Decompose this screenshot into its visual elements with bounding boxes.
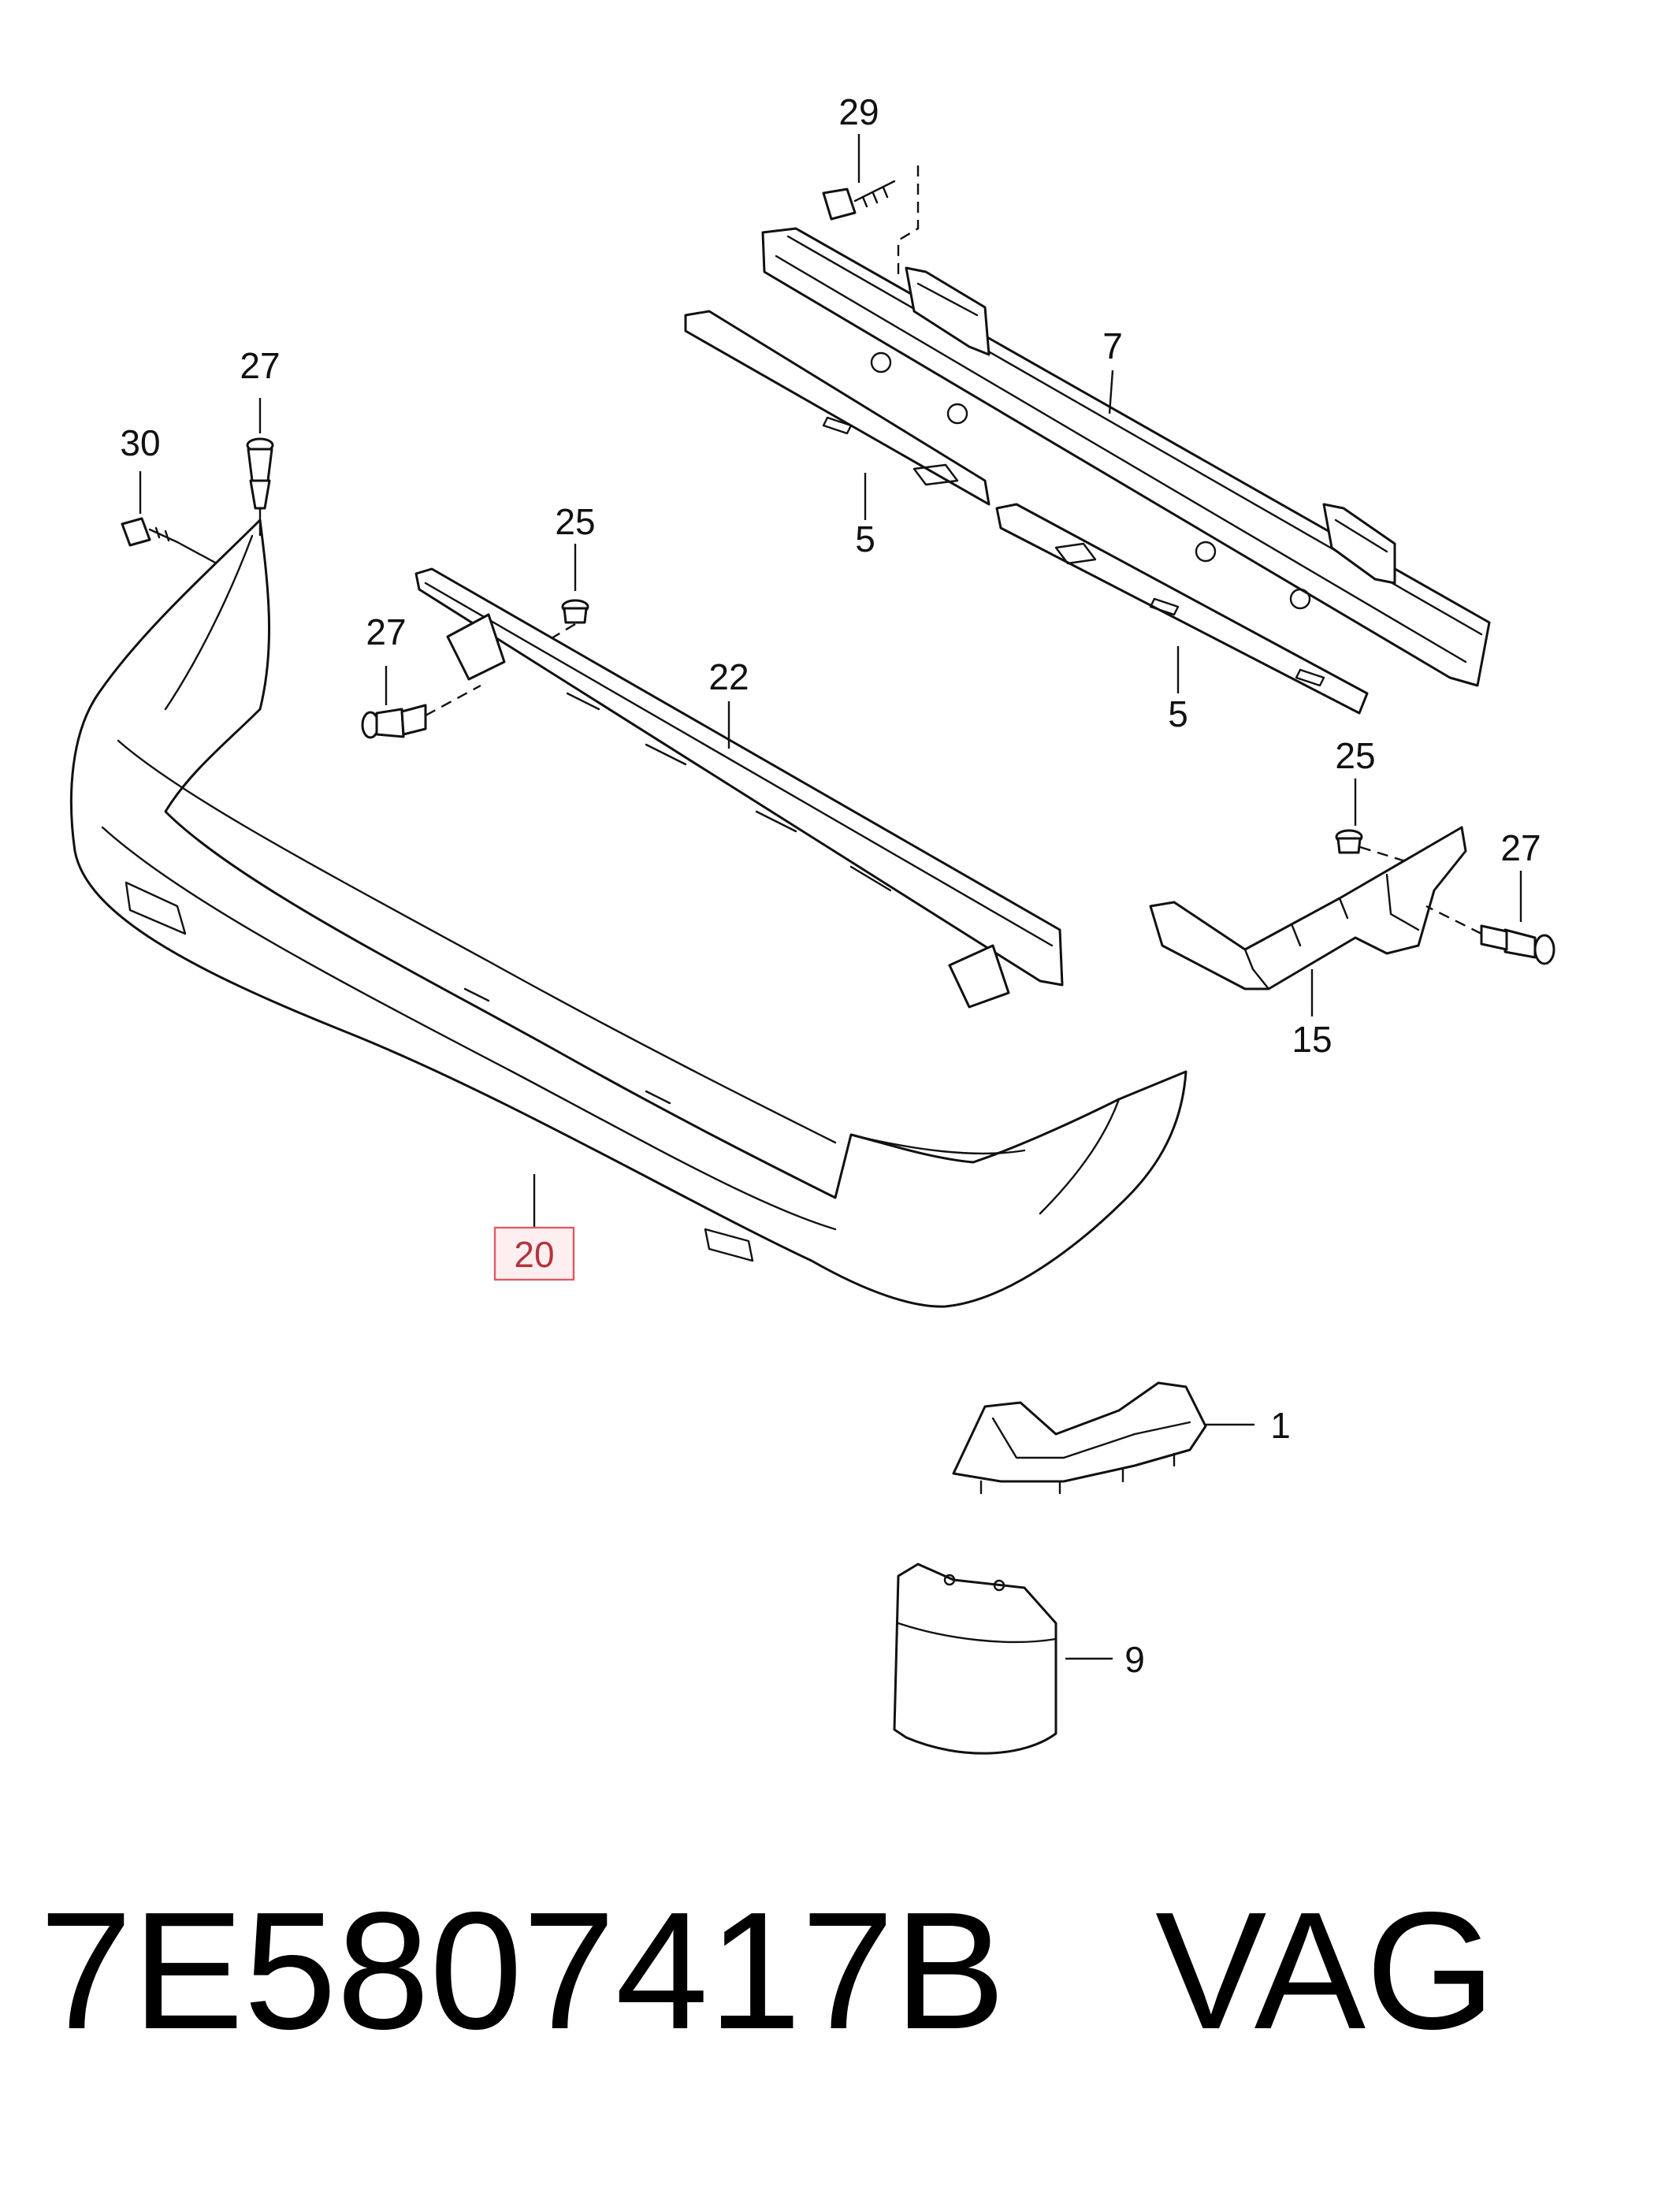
leader-30 [177, 541, 217, 565]
callout-25-right: 25 [1335, 735, 1375, 776]
clip-27-top-icon [246, 437, 274, 510]
callout-27-right: 27 [1500, 827, 1541, 868]
highlight-box-20 [493, 1226, 575, 1281]
callout-22: 22 [708, 656, 749, 697]
bumper-cover [69, 518, 1188, 1308]
exploded-parts-diagram: 29 7 27 30 25 5 5 27 22 25 27 15 20 1 9 [69, 91, 1555, 1755]
assembly-line-25-mid [551, 622, 576, 640]
assembly-line-29 [897, 165, 920, 276]
callout-27-top: 27 [240, 345, 280, 386]
assembly-line-27-right [1425, 905, 1482, 935]
bumper-carrier-beam [761, 227, 1491, 687]
assembly-line-27-mid [425, 684, 481, 717]
brand-name: VAG [1155, 1877, 1496, 2064]
part-number: 7E5807417B [39, 1877, 1006, 2064]
callout-30: 30 [120, 422, 160, 463]
callout-7: 7 [1102, 325, 1123, 366]
callout-15: 15 [1292, 1019, 1332, 1060]
callout-1: 1 [1270, 1405, 1291, 1446]
clip-27-right-icon [1480, 924, 1555, 965]
callout-25-mid: 25 [555, 501, 595, 542]
cover-strip [952, 1381, 1207, 1495]
nut-25-right-icon [1335, 829, 1363, 854]
impact-strip [684, 310, 1369, 715]
callout-27-mid: 27 [366, 611, 406, 652]
callout-29: 29 [838, 91, 879, 132]
bolt-30-icon [121, 517, 179, 547]
guide-profile [414, 567, 1064, 1009]
leader-7 [1108, 370, 1114, 414]
side-guide-bracket [1149, 826, 1467, 990]
screw-29-icon [822, 180, 896, 221]
callout-9: 9 [1124, 1639, 1145, 1680]
nut-25-mid-icon [561, 599, 589, 624]
assembly-line-25-right [1359, 845, 1411, 864]
end-cap [893, 1563, 1057, 1755]
callout-5-lower: 5 [1168, 693, 1188, 734]
callout-5-upper: 5 [855, 518, 875, 559]
callout-20: 20 [514, 1234, 554, 1275]
clip-27-mid-icon [361, 704, 427, 739]
